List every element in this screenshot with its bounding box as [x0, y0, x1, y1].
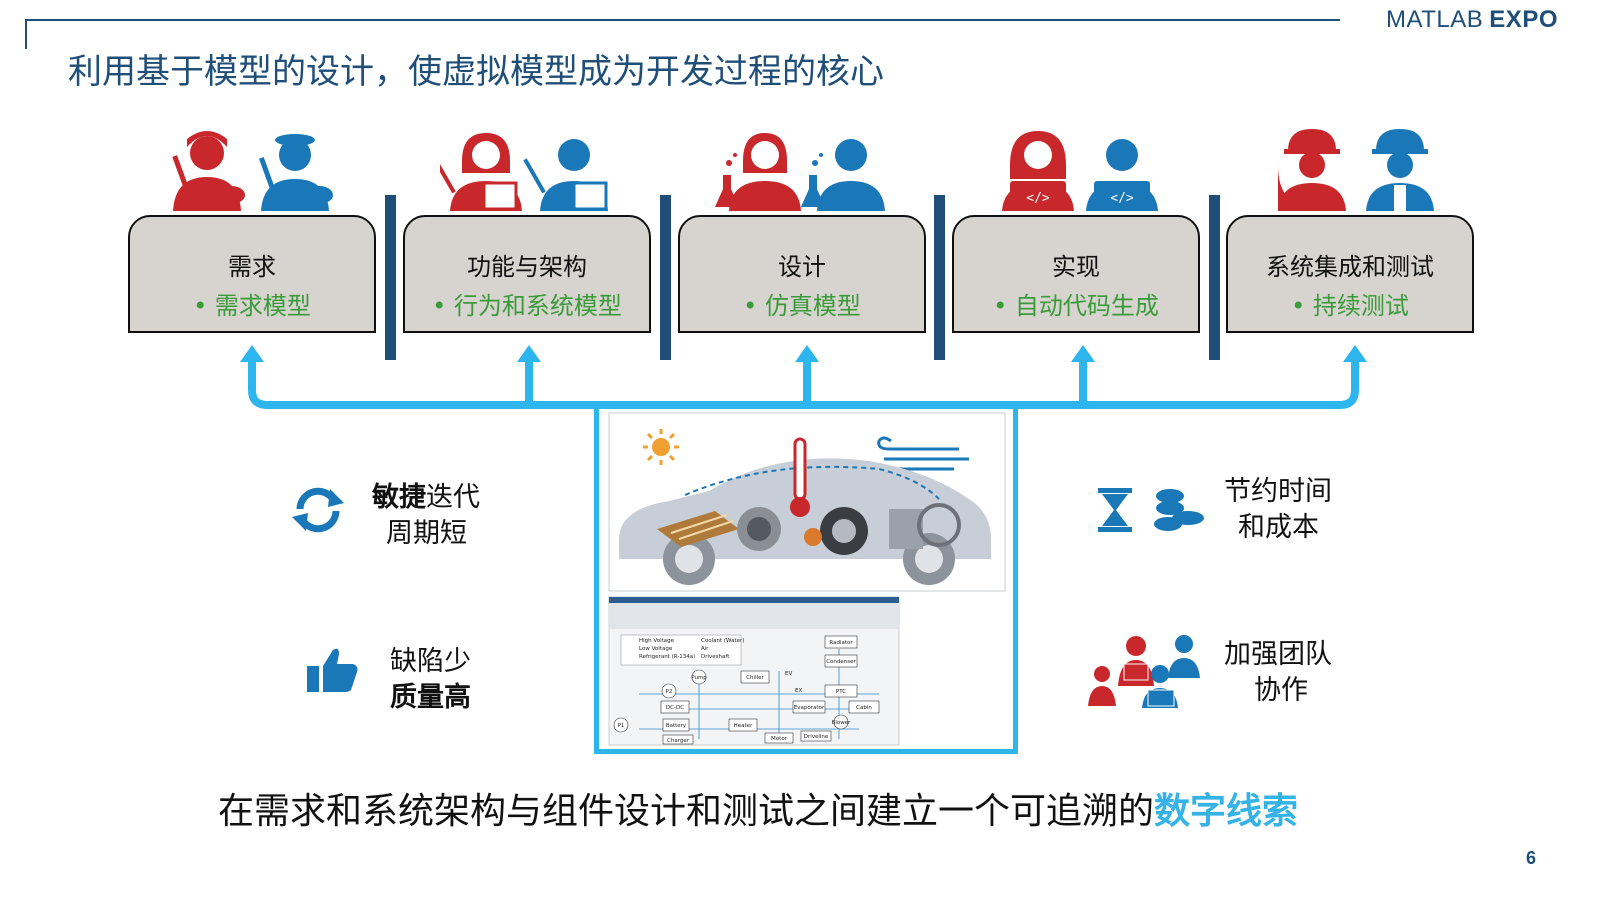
stage-architecture: 功能与架构 • 行为和系统模型 — [403, 215, 651, 333]
stage-name: 实现 — [1052, 253, 1100, 281]
legend-entry: High Voltage — [639, 638, 675, 644]
svg-text:Radiator: Radiator — [829, 640, 853, 646]
battery-pack-icon — [657, 511, 739, 547]
developer-persons-icon: </> </> — [1002, 131, 1158, 211]
thumbs-up-icon — [307, 648, 358, 692]
page-title: 利用基于模型的设计，使虚拟模型成为开发过程的核心 — [68, 52, 884, 92]
radiator-icon — [889, 509, 923, 549]
hourglass-icon — [1098, 488, 1132, 532]
stage-requirements: 需求 • 需求模型 — [128, 215, 376, 333]
stage-separator — [934, 195, 945, 360]
engineer-persons-icon — [1278, 129, 1434, 211]
stage-name: 系统集成和测试 — [1266, 253, 1434, 281]
legend-entry: Driveshaft — [701, 654, 730, 660]
svg-text:P1: P1 — [618, 723, 625, 729]
stage-bullet: • 需求模型 — [193, 292, 311, 320]
model-illustration-frame: High Voltage Low Voltage Refrigerant (R-… — [594, 404, 1018, 754]
svg-text:Condenser: Condenser — [826, 659, 856, 665]
header-rule-drop — [25, 19, 27, 49]
svg-text:EX: EX — [795, 688, 802, 694]
benefit-agile: 敏捷迭代 周期短 — [372, 482, 480, 549]
svg-text:Evaporator: Evaporator — [794, 705, 825, 711]
stage-design: 设计 • 仿真模型 — [678, 215, 926, 333]
svg-text:Chiller: Chiller — [746, 675, 764, 681]
svg-text:P2: P2 — [666, 689, 673, 695]
legend-entry: Air — [701, 646, 709, 652]
digital-thread-highlight: 数字线索 — [1154, 791, 1299, 832]
stage-bullet: • 持续测试 — [1291, 292, 1409, 320]
legend-entry: Low Voltage — [639, 646, 673, 652]
team-collaboration-icon — [1088, 635, 1200, 708]
stage-implementation: 实现 • 自动代码生成 — [952, 215, 1200, 333]
svg-text:Driveline: Driveline — [804, 734, 829, 740]
artist-persons-icon — [172, 131, 333, 211]
benefit-savings: 节约时间 和成本 — [1224, 476, 1332, 543]
stage-bullet: • 自动代码生成 — [993, 292, 1159, 320]
stage-separator — [660, 195, 671, 360]
stage-bullet: • 行为和系统模型 — [432, 292, 622, 320]
svg-text:Blower: Blower — [832, 720, 852, 726]
refresh-cycle-icon — [292, 487, 344, 533]
stage-bullet: • 仿真模型 — [743, 292, 861, 320]
benefit-quality: 缺陷少 质量高 — [390, 646, 471, 713]
wind-icon — [877, 436, 969, 471]
header-rule — [25, 19, 1340, 21]
svg-text:Pump: Pump — [691, 675, 707, 681]
scientist-persons-icon — [715, 133, 885, 211]
benefit-collaboration: 加强团队 协作 — [1224, 639, 1332, 706]
svg-text:Cabin: Cabin — [856, 705, 872, 711]
sun-icon — [643, 429, 679, 465]
page-number: 6 — [1525, 848, 1536, 868]
svg-text:Battery: Battery — [666, 723, 687, 729]
coins-icon — [1154, 489, 1204, 531]
svg-text:PTC: PTC — [836, 689, 846, 695]
stage-name: 需求 — [228, 253, 276, 281]
svg-text:Charger: Charger — [667, 738, 690, 744]
fan-icon — [917, 503, 961, 547]
svg-text:EV: EV — [785, 671, 792, 677]
legend-entry: Coolant (Water) — [701, 638, 744, 644]
time-cost-icons — [1098, 488, 1204, 532]
stage-integration-test: 系统集成和测试 • 持续测试 — [1226, 215, 1474, 333]
stage-name: 功能与架构 — [467, 253, 587, 281]
vehicle-model-illustration: High Voltage Low Voltage Refrigerant (R-… — [608, 412, 1006, 746]
teacher-persons-icon — [440, 133, 608, 211]
stage-name: 设计 — [778, 253, 826, 281]
stage-separator — [1209, 195, 1220, 360]
svg-text:</>: </> — [1026, 191, 1050, 206]
svg-text:</>: </> — [1110, 191, 1134, 206]
svg-text:Heater: Heater — [734, 723, 753, 729]
svg-text:Motor: Motor — [771, 736, 788, 742]
legend-entry: Refrigerant (R-134a) — [639, 654, 695, 660]
digital-thread-statement: 在需求和系统架构与组件设计和测试之间建立一个可追溯的数字线索 — [218, 791, 1299, 832]
thermometer-icon — [790, 437, 810, 517]
svg-text:DC-DC: DC-DC — [666, 705, 684, 711]
stage-separator — [385, 195, 396, 360]
